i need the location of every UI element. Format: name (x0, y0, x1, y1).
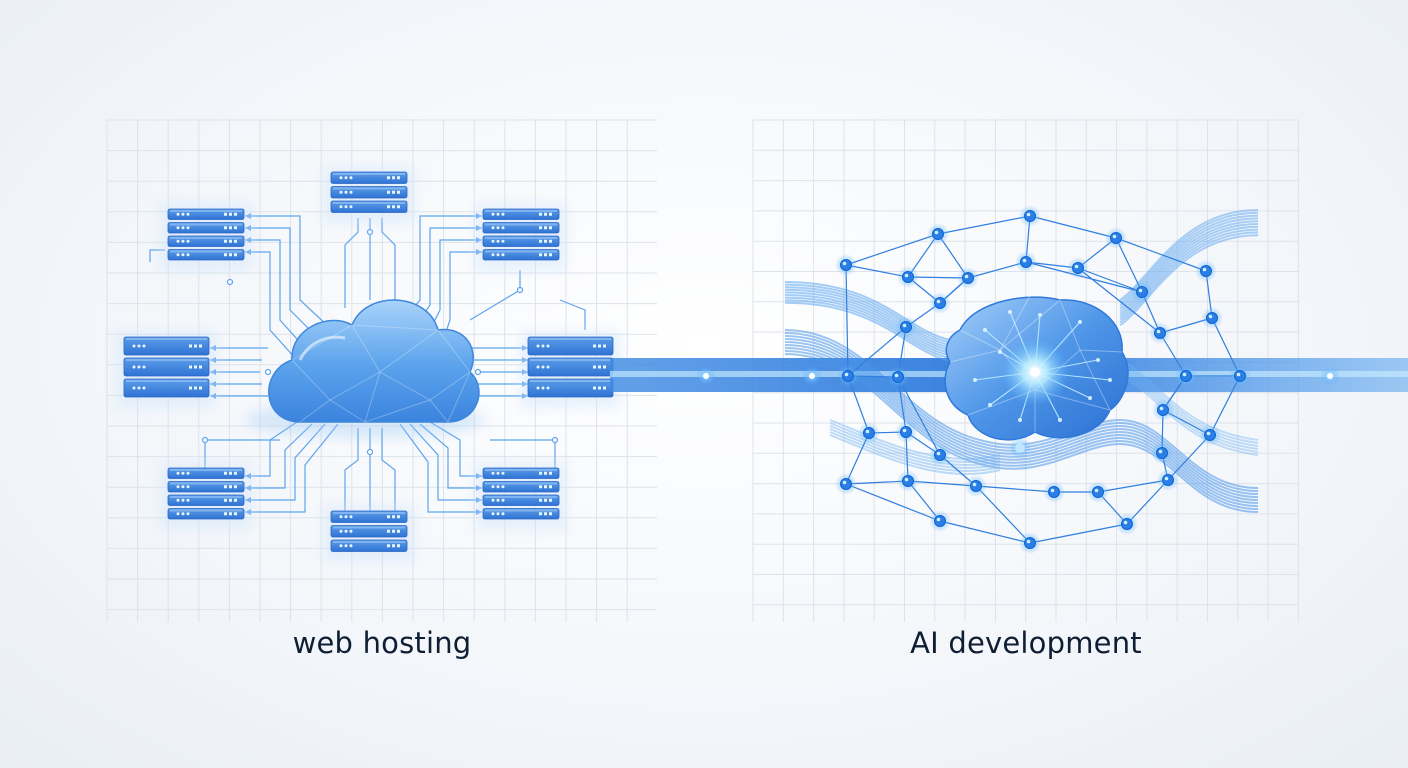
cloud-icon (245, 299, 485, 438)
caption-ai-development: AI development (910, 626, 1142, 660)
server-racks (116, 166, 621, 563)
caption-web-hosting: web hosting (292, 626, 472, 660)
network-nodes (835, 205, 1251, 554)
brain-icon (944, 295, 1129, 459)
